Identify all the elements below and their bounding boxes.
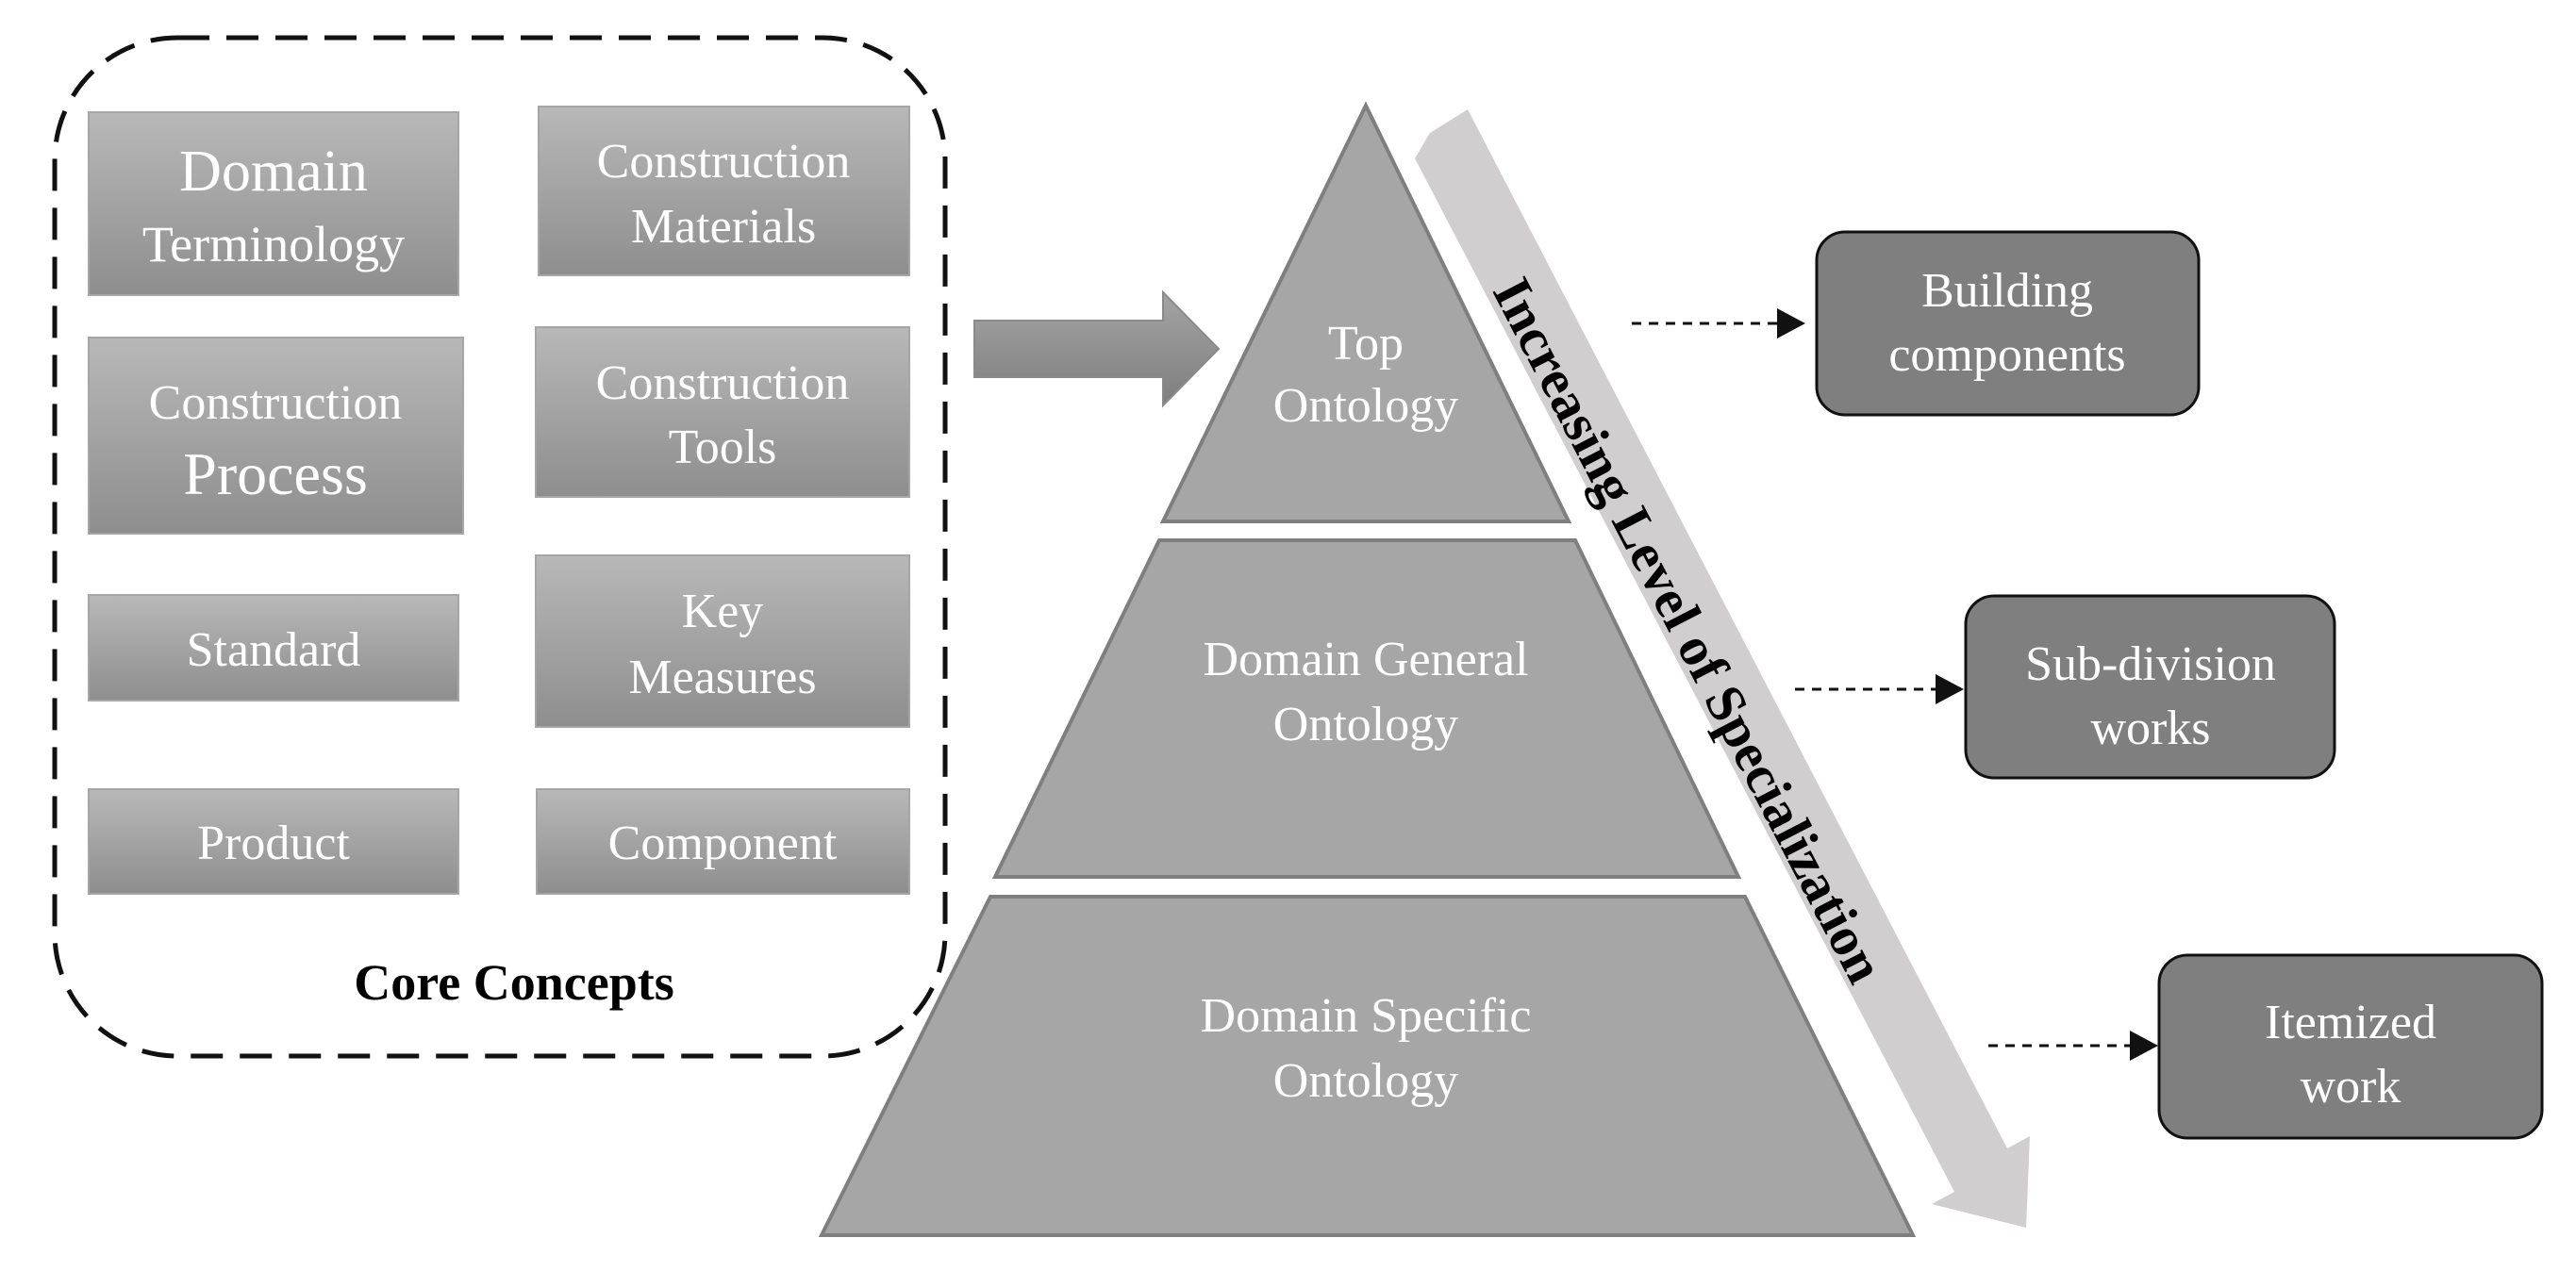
layer-specific-line2: Ontology	[1273, 1054, 1458, 1108]
concept-component: Component	[536, 788, 910, 895]
output-line1: Itemized	[2265, 996, 2436, 1049]
layer-general-line1: Domain General	[1203, 633, 1528, 686]
concept-key-measures: Key Measures	[535, 554, 910, 728]
concept-line1: Component	[608, 817, 838, 870]
pyramid-layer-general	[991, 538, 1742, 879]
concept-line1: Key	[682, 585, 764, 638]
layer-general-line2: Ontology	[1273, 698, 1458, 751]
pyramid: Top Ontology Domain General Ontology Dom…	[818, 101, 1917, 1237]
layer-top-line1: Top	[1328, 317, 1404, 371]
concept-product: Product	[88, 788, 459, 895]
connector-itemized-head-icon	[2130, 1031, 2158, 1061]
feed-arrow-icon	[973, 289, 1221, 408]
concept-domain-terminology: Domain Terminology	[88, 111, 459, 296]
connectors	[1632, 308, 2158, 1061]
pyramid-layer-specific	[818, 895, 1917, 1237]
concept-construction-materials: Construction Materials	[538, 106, 910, 276]
concept-standard: Standard	[88, 594, 459, 702]
concept-line2: Terminology	[142, 216, 405, 272]
core-concepts-group: Domain Terminology Construction Material…	[52, 35, 948, 1059]
output-line2: works	[2090, 702, 2210, 755]
connector-subdivision-head-icon	[1936, 674, 1964, 704]
concept-line2: Materials	[631, 200, 816, 254]
concept-line1: Construction	[149, 376, 403, 430]
concept-line2: Process	[183, 440, 368, 507]
layer-top-line2: Ontology	[1273, 379, 1458, 433]
concept-line1: Product	[197, 817, 350, 870]
core-concepts-label: Core Concepts	[354, 954, 673, 1011]
output-line1: Sub-division	[2025, 637, 2276, 691]
concept-line1: Domain	[179, 140, 368, 204]
output-line1: Building	[1921, 264, 2093, 318]
pyramid-layer-top	[1159, 101, 1572, 523]
connector-building-head-icon	[1777, 308, 1805, 338]
core-concepts-frame	[52, 35, 948, 1059]
output-building-components: Building components	[1815, 230, 2201, 417]
concept-construction-tools: Construction Tools	[535, 326, 910, 498]
concept-line1: Construction	[596, 356, 850, 410]
concept-line1: Standard	[187, 623, 361, 677]
concept-line2: Tools	[669, 421, 777, 474]
layer-specific-line1: Domain Specific	[1201, 989, 1532, 1043]
output-itemized-work: Itemized work	[2157, 953, 2544, 1140]
concept-construction-process: Construction Process	[88, 337, 464, 535]
output-line2: work	[2301, 1060, 2401, 1114]
concept-line2: Measures	[628, 651, 816, 704]
specialization-arrow-icon	[1415, 109, 2030, 1228]
output-line2: components	[1888, 328, 2125, 382]
output-sub-division-works: Sub-division works	[1964, 594, 2336, 780]
concept-line1: Construction	[597, 135, 851, 189]
